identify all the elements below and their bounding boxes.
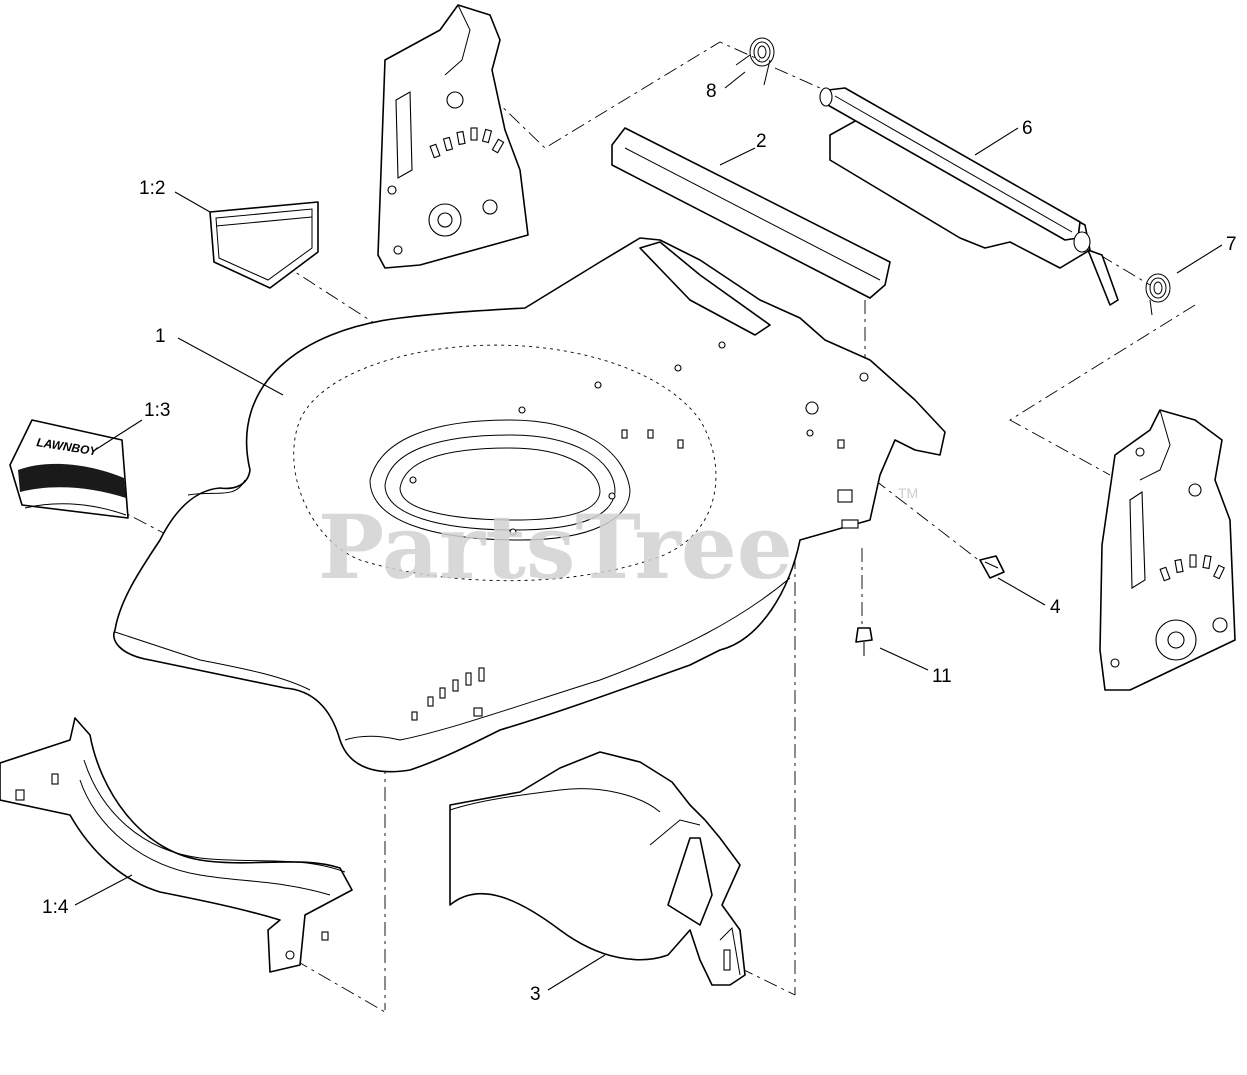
lawnboy-decal-1-3: LAWNBOY xyxy=(9,419,129,519)
watermark-trademark: TM xyxy=(898,485,918,501)
bolt-11 xyxy=(855,627,873,656)
torsion-spring-8 xyxy=(735,37,775,86)
discharge-chute-3 xyxy=(449,751,746,986)
decal-plate-1-2 xyxy=(209,201,319,289)
bolt-4 xyxy=(979,555,1005,579)
callout-11: 11 xyxy=(932,666,952,687)
callout-7: 7 xyxy=(1226,234,1237,255)
torsion-spring-7 xyxy=(1145,273,1171,316)
callout-labels: 1 1:2 1:3 1:4 2 3 4 6 7 8 11 xyxy=(42,81,1237,1005)
watermark: PartsTree TM xyxy=(318,485,918,599)
callout-1: 1 xyxy=(155,326,166,347)
callout-4: 4 xyxy=(1050,597,1061,618)
deck-housing-1 xyxy=(113,237,946,773)
callout-1-2: 1:2 xyxy=(139,178,165,199)
rear-shaft-6 xyxy=(819,87,1119,306)
leader-lines xyxy=(74,71,1223,991)
callout-2: 2 xyxy=(756,131,767,152)
front-skirt-1-4 xyxy=(0,717,353,973)
baffle-bar-2 xyxy=(611,127,891,299)
callout-3: 3 xyxy=(530,984,541,1005)
callout-1-4: 1:4 xyxy=(42,897,69,918)
watermark-text: PartsTree xyxy=(318,495,793,599)
left-height-adjuster xyxy=(377,4,529,269)
callout-1-3: 1:3 xyxy=(144,400,170,421)
callout-6: 6 xyxy=(1022,118,1033,139)
right-height-adjuster xyxy=(1099,409,1236,691)
callout-8: 8 xyxy=(706,81,717,102)
